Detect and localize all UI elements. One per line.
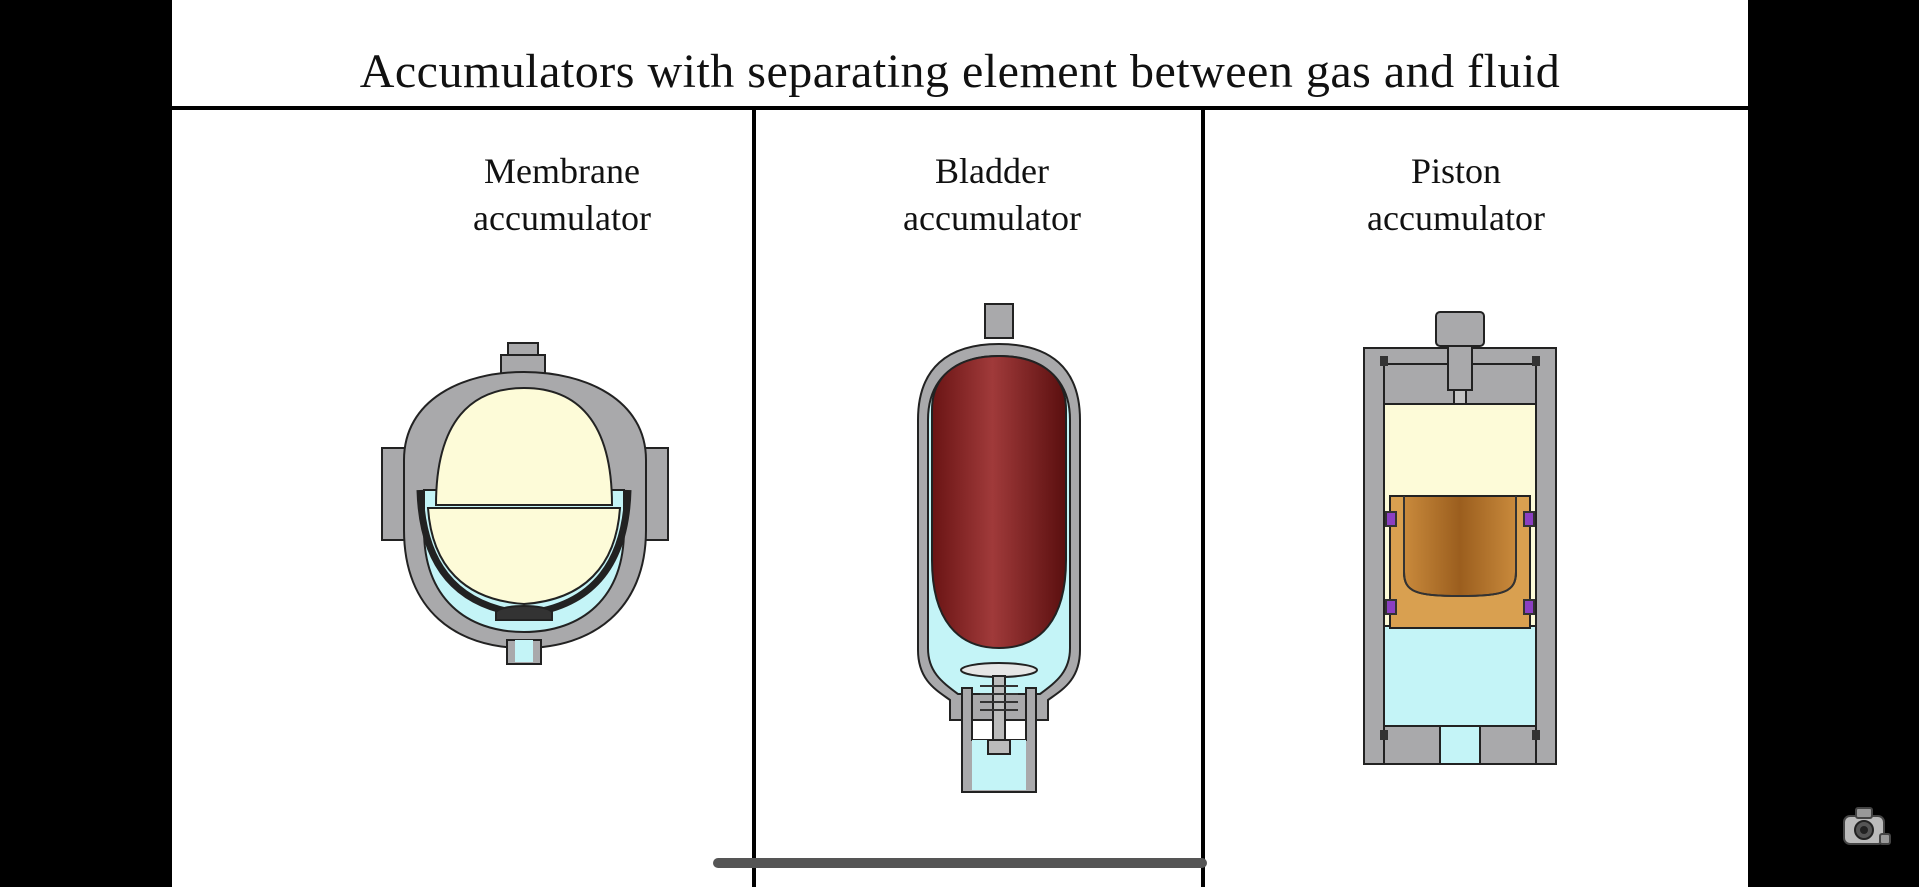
bladder-label-line1: Bladder xyxy=(935,151,1049,191)
slide-title: Accumulators with separating element bet… xyxy=(359,45,1561,98)
membrane-accumulator xyxy=(381,342,669,665)
membrane-label-line1: Membrane xyxy=(484,151,640,191)
membrane-label: Membrane accumulator xyxy=(402,148,722,242)
piston-label: Piston accumulator xyxy=(1296,148,1616,242)
accumulator-diagrams xyxy=(381,303,1557,793)
bladder-accumulator xyxy=(917,303,1081,793)
membrane-label-line2: accumulator xyxy=(473,198,651,238)
bladder-label-line2: accumulator xyxy=(903,198,1081,238)
column-divider-2 xyxy=(1201,110,1205,887)
column-divider-1 xyxy=(752,110,756,887)
title-divider xyxy=(172,106,1748,110)
camera-icon[interactable] xyxy=(1838,800,1894,856)
bladder-label: Bladder accumulator xyxy=(832,148,1152,242)
piston-label-line1: Piston xyxy=(1410,151,1502,191)
piston-accumulator xyxy=(1363,311,1557,765)
slide: Accumulators with separating element bet… xyxy=(172,0,1748,887)
video-progress-scrollbar[interactable] xyxy=(713,858,1207,868)
piston-label-line2: accumulator xyxy=(1367,198,1545,238)
